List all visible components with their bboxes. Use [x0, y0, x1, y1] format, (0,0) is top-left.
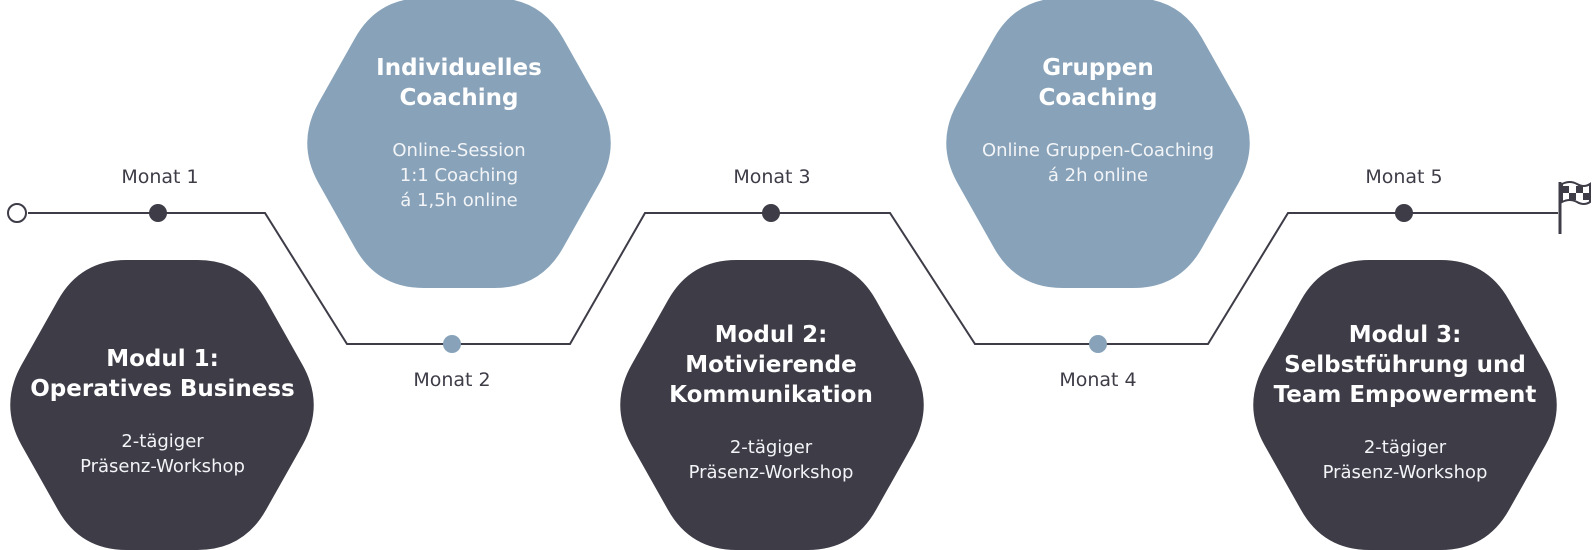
coaching-1-description: Online-Session 1:1 Coaching á 1,5h onlin…	[392, 140, 526, 211]
module-1-description: 2-tägiger Präsenz-Workshop	[80, 431, 245, 477]
module-2-title: Modul 2: Motivierende Kommunikation	[669, 322, 873, 408]
hexagon-gruppen-coaching	[946, 0, 1250, 288]
month-label-3: Monat 3	[733, 166, 811, 188]
hexagon-modul-1	[10, 260, 314, 550]
milestone-dot-monat-2	[443, 335, 461, 353]
month-label-4: Monat 4	[1059, 369, 1137, 391]
module-1-title: Modul 1: Operatives Business	[30, 346, 295, 402]
module-1-text: Modul 1: Operatives Business 2-tägiger P…	[10, 344, 315, 479]
checkered-flag-icon	[1558, 181, 1591, 234]
coaching-1-title: Individuelles Coaching	[376, 55, 542, 111]
hexagon-modul-3	[1253, 260, 1557, 550]
month-label-5: Monat 5	[1365, 166, 1443, 188]
coaching-2-text: Gruppen Coaching Online Gruppen-Coaching…	[938, 53, 1258, 188]
module-2-description: 2-tägiger Präsenz-Workshop	[688, 437, 854, 483]
module-3-text: Modul 3: Selbstführung und Team Empowerm…	[1245, 320, 1565, 485]
milestone-dot-monat-5	[1395, 204, 1413, 222]
module-2-text: Modul 2: Motivierende Kommunikation 2-tä…	[612, 320, 930, 485]
hexagon-individuelles-coaching	[307, 0, 611, 288]
coaching-1-text: Individuelles Coaching Online-Session 1:…	[300, 53, 618, 213]
coaching-2-title: Gruppen Coaching	[1038, 55, 1158, 111]
milestone-dot-monat-3	[762, 204, 780, 222]
hexagon-modul-2	[620, 260, 924, 550]
month-label-2: Monat 2	[413, 369, 491, 391]
module-3-title: Modul 3: Selbstführung und Team Empowerm…	[1273, 322, 1537, 408]
module-3-description: 2-tägiger Präsenz-Workshop	[1322, 437, 1488, 483]
milestone-dot-monat-4	[1089, 335, 1107, 353]
start-circle-icon	[7, 203, 27, 223]
coaching-2-description: Online Gruppen-Coaching á 2h online	[981, 140, 1215, 186]
month-label-1: Monat 1	[121, 166, 199, 188]
milestone-dot-monat-1	[149, 204, 167, 222]
